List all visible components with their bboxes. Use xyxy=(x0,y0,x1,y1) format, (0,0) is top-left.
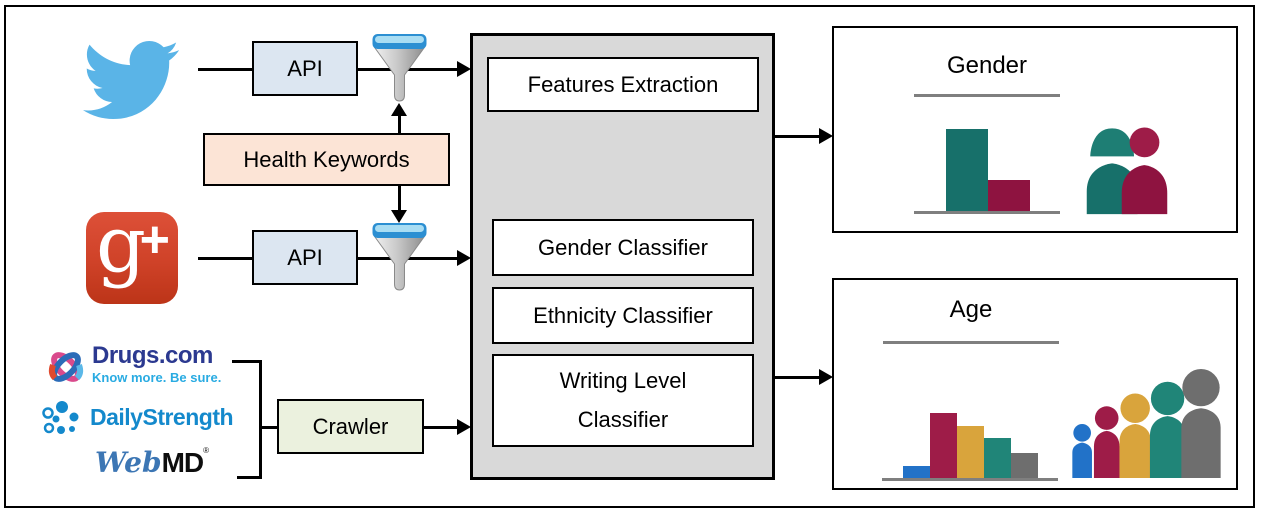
connector-crawler-to-processing xyxy=(424,426,457,429)
age-chart-bar-group-3 xyxy=(957,426,984,478)
features-extraction-box: Features Extraction xyxy=(487,57,759,112)
gender-bar-chart xyxy=(946,129,1030,211)
daily-strength-logo: DailyStrength xyxy=(40,399,234,434)
crawler-label: Crawler xyxy=(312,413,389,439)
drugs-com-name: Drugs.com xyxy=(92,342,213,369)
gender-chart-baseline xyxy=(914,211,1060,214)
arrowhead-into-gender-panel xyxy=(819,128,833,144)
age-title-underline xyxy=(883,341,1059,344)
health-keywords-label: Health Keywords xyxy=(243,146,410,172)
connector-processing-to-gender xyxy=(775,135,821,138)
age-chart-bar-group-1 xyxy=(903,466,930,478)
age-chart-baseline xyxy=(882,478,1058,481)
daily-strength-name: DailyStrength xyxy=(90,404,234,430)
gender-chart-bar-female xyxy=(946,129,988,211)
arrowhead-up-to-funnel xyxy=(391,103,407,116)
bracket-bottom-stub xyxy=(237,476,261,479)
gender-chart-bar-male xyxy=(988,180,1030,211)
google-plus-g-glyph: g xyxy=(96,212,146,290)
age-chart-bar-group-4 xyxy=(984,438,1011,478)
figure-border xyxy=(4,5,1255,508)
daily-strength-circles-icon xyxy=(42,401,79,434)
funnel-filter-icon-top xyxy=(372,34,427,102)
drugs-com-tagline: Know more. Be sure. xyxy=(92,370,222,385)
api-box-twitter: API xyxy=(252,41,358,96)
connector-keywords-up xyxy=(398,116,401,133)
drugs-com-knot-icon xyxy=(48,352,84,382)
gender-classifier-label: Gender Classifier xyxy=(538,234,708,260)
age-chart-bar-group-2 xyxy=(930,413,957,478)
gender-title-underline xyxy=(914,94,1060,97)
twitter-bird-icon xyxy=(83,40,179,119)
webmd-web-text: Web xyxy=(95,446,162,479)
crawler-box: Crawler xyxy=(277,399,424,454)
webmd-md-text: MD xyxy=(161,447,205,478)
gender-panel-title: Gender xyxy=(946,52,1028,79)
age-chart-bar-group-5 xyxy=(1011,453,1038,478)
connector-keywords-down xyxy=(398,186,401,210)
age-people-icon xyxy=(1072,368,1221,478)
arrowhead-into-processing-mid xyxy=(457,250,471,266)
ethnicity-classifier-box: Ethnicity Classifier xyxy=(492,287,754,344)
api-box-twitter-label: API xyxy=(287,55,323,81)
arrowhead-into-processing-bottom xyxy=(457,419,471,435)
ethnicity-classifier-label: Ethnicity Classifier xyxy=(533,302,713,328)
google-plus-plus-glyph: + xyxy=(139,212,170,269)
arrowhead-into-processing-top xyxy=(457,61,471,77)
features-extraction-label: Features Extraction xyxy=(527,71,719,97)
connector-twitter-to-api xyxy=(198,68,252,71)
funnel-filter-icon-bottom xyxy=(372,223,427,291)
writing-level-classifier-box: Writing Level Classifier xyxy=(492,354,754,447)
api-box-google-plus: API xyxy=(252,230,358,285)
gender-classifier-box: Gender Classifier xyxy=(492,219,754,276)
writing-level-classifier-line2: Classifier xyxy=(577,406,669,432)
google-plus-icon: g + xyxy=(86,212,178,304)
gender-people-icon xyxy=(1086,127,1168,215)
bracket-vertical-line xyxy=(259,360,262,479)
bracket-to-crawler-stub xyxy=(259,426,277,429)
bracket-top-stub xyxy=(232,360,261,363)
arrowhead-down-to-funnel xyxy=(391,210,407,223)
drugs-com-logo: Drugs.com Know more. Be sure. xyxy=(44,342,221,385)
webmd-trademark: ® xyxy=(203,446,210,455)
webmd-logo: WebMD® xyxy=(95,446,209,479)
writing-level-classifier-line1: Writing Level xyxy=(559,368,687,393)
health-keywords-box: Health Keywords xyxy=(203,133,450,186)
api-box-google-plus-label: API xyxy=(287,244,323,270)
gender-output-panel: Gender xyxy=(832,26,1238,233)
connector-gplus-to-api xyxy=(198,257,252,260)
age-bar-chart xyxy=(903,413,1038,478)
age-panel-title: Age xyxy=(949,296,993,323)
arrowhead-into-age-panel xyxy=(819,369,833,385)
connector-processing-to-age xyxy=(775,376,821,379)
age-output-panel: Age xyxy=(832,278,1238,490)
